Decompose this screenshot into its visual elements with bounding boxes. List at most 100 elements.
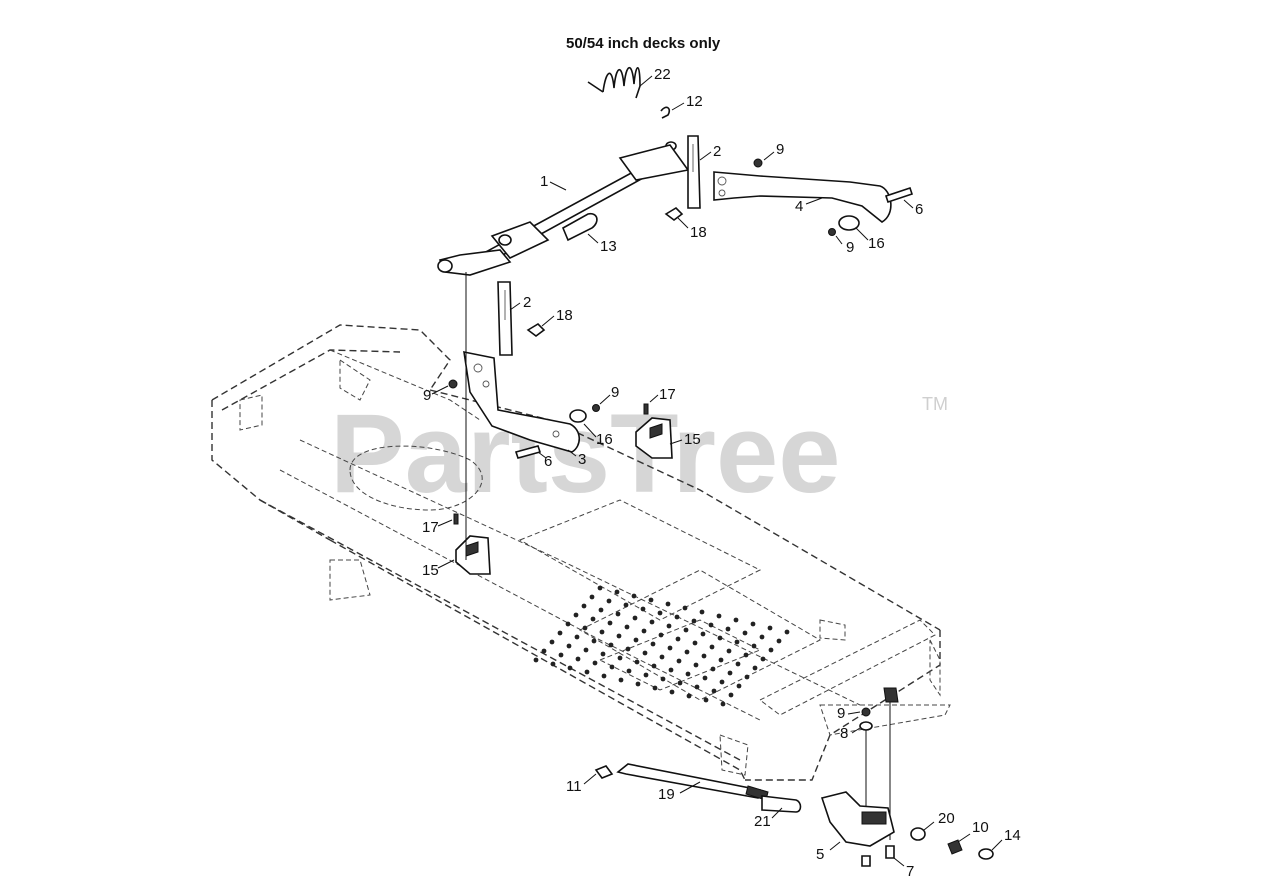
callout-8: 8 <box>840 725 848 742</box>
perforation-hole <box>632 615 638 621</box>
callout-21: 21 <box>754 813 771 830</box>
watermark: PartsTree <box>330 391 841 516</box>
perforation-hole <box>659 654 665 660</box>
perforation-hole <box>567 665 573 671</box>
perforation-hole <box>716 613 722 619</box>
washer-part-16-upper <box>838 215 860 231</box>
perforation-hole <box>590 616 596 622</box>
perforation-hole <box>634 659 640 665</box>
perforation-hole <box>648 597 654 603</box>
perforation-hole <box>591 638 597 644</box>
callout-22: 22 <box>654 66 671 83</box>
spring-part-22 <box>587 66 641 99</box>
callout-11: 11 <box>566 778 582 795</box>
perforation-hole <box>750 621 756 627</box>
callout-18-upper: 18 <box>690 224 707 241</box>
cap-part-14 <box>978 848 994 860</box>
perforation-hole <box>718 657 724 663</box>
floor-perforation <box>533 585 790 707</box>
nut-part-9-lower <box>861 707 871 717</box>
callout-2-upper: 2 <box>713 143 721 160</box>
perforation-hole <box>720 701 726 707</box>
lift-shaft-part-1 <box>437 141 690 276</box>
perforation-hole <box>719 679 725 685</box>
perforation-hole <box>668 667 674 673</box>
perforation-hole <box>582 625 588 631</box>
perforation-hole <box>609 664 615 670</box>
perforation-hole <box>557 630 563 636</box>
perforation-hole <box>584 669 590 675</box>
callout-3: 3 <box>578 451 586 468</box>
perforation-hole <box>727 670 733 676</box>
perforation-hole <box>669 689 675 695</box>
washer-part-20 <box>910 827 926 841</box>
perforation-hole <box>685 671 691 677</box>
perforation-hole <box>533 657 539 663</box>
trademark-mark: TM <box>922 394 948 414</box>
perforation-hole <box>641 628 647 634</box>
rod-part-19 <box>616 763 769 801</box>
perforation-hole <box>617 655 623 661</box>
callout-1: 1 <box>540 173 548 190</box>
perforation-hole <box>726 648 732 654</box>
callout-14: 14 <box>1004 827 1021 844</box>
nut-part-9-upper <box>753 158 763 168</box>
perforation-hole <box>597 585 603 591</box>
perforation-hole <box>676 658 682 664</box>
perforation-hole <box>631 593 637 599</box>
perforation-hole <box>693 662 699 668</box>
washer-part-16-left <box>569 409 587 423</box>
perforation-hole <box>742 630 748 636</box>
perforation-hole <box>541 648 547 654</box>
callout-16-left: 16 <box>596 431 613 448</box>
perforation-hole <box>558 652 564 658</box>
perforation-hole <box>760 656 766 662</box>
perforation-hole <box>743 652 749 658</box>
clip-part-12 <box>660 106 671 119</box>
perforation-hole <box>699 609 705 615</box>
perforation-hole <box>624 624 630 630</box>
perforation-hole <box>623 602 629 608</box>
perforation-hole <box>686 693 692 699</box>
perforation-hole <box>607 620 613 626</box>
perforation-hole <box>784 629 790 635</box>
washer-part-8 <box>859 721 873 731</box>
perforation-hole <box>675 636 681 642</box>
perforation-hole <box>768 647 774 653</box>
sleeve-part-21 <box>761 795 802 813</box>
header-note: 50/54 inch decks only <box>566 35 721 52</box>
callout-9-lower: 9 <box>837 705 845 722</box>
perforation-hole <box>744 674 750 680</box>
perforation-hole <box>733 617 739 623</box>
perforation-hole <box>703 697 709 703</box>
perforation-hole <box>658 632 664 638</box>
perforation-hole <box>651 663 657 669</box>
perforation-hole <box>691 618 697 624</box>
callout-5: 5 <box>816 846 824 863</box>
perforation-hole <box>652 685 658 691</box>
perforation-hole <box>650 641 656 647</box>
perforation-hole <box>665 601 671 607</box>
callout-12: 12 <box>686 93 703 110</box>
perforation-hole <box>583 647 589 653</box>
perforation-hole <box>694 684 700 690</box>
perforation-hole <box>643 672 649 678</box>
perforation-hole <box>709 644 715 650</box>
pin-part-17-right <box>643 403 649 415</box>
perforation-hole <box>710 666 716 672</box>
bolt-part-6-upper <box>884 186 914 204</box>
lift-arm-part-4 <box>713 171 892 223</box>
perforation-hole <box>717 635 723 641</box>
perforation-hole <box>674 614 680 620</box>
callout-6-lower: 6 <box>544 453 552 470</box>
perforation-hole <box>625 646 631 652</box>
perforation-hole <box>666 623 672 629</box>
nut-part-9-left <box>448 379 458 389</box>
perforation-hole <box>575 656 581 662</box>
perforation-hole <box>677 680 683 686</box>
perforation-hole <box>573 612 579 618</box>
callout-16-upper: 16 <box>868 235 885 252</box>
callout-17-left: 17 <box>422 519 439 536</box>
perforation-hole <box>657 610 663 616</box>
